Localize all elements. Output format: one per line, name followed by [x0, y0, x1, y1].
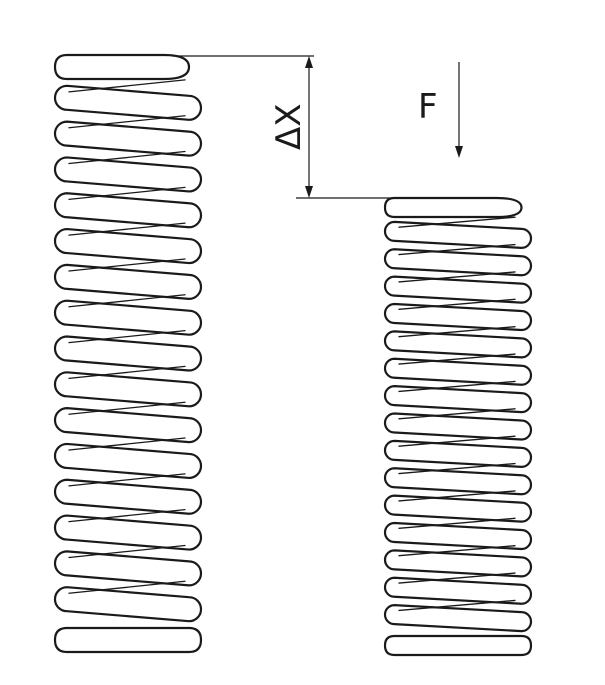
spring-coil	[53, 586, 203, 623]
spring-coil	[53, 156, 203, 193]
spring-coil-seam	[68, 365, 186, 380]
spring-coil-seam	[398, 545, 516, 557]
spring-coil-seam	[398, 572, 516, 584]
spring-end-cap-top	[53, 53, 191, 81]
spring-coil-seam	[398, 490, 516, 502]
spring-coil-seam	[68, 79, 186, 93]
displacement-label: ΔX	[269, 103, 309, 150]
spring-coil-seam	[68, 186, 186, 200]
spring-coil-seam	[68, 437, 186, 451]
spring-coil-seam	[398, 380, 516, 393]
spring-coil	[383, 467, 533, 496]
spring-coil-seam	[68, 294, 186, 308]
spring-coil-seam	[68, 258, 186, 272]
spring-coil-seam	[398, 298, 516, 310]
spring-end-cap-bottom	[53, 626, 203, 654]
spring-coil-seam	[68, 509, 186, 523]
spring-coil-seam	[398, 517, 516, 529]
spring-coil	[383, 521, 533, 551]
spring-coil	[53, 514, 203, 551]
spring-coil	[383, 248, 533, 277]
spring-coil	[53, 442, 203, 480]
spring-coil	[383, 549, 533, 578]
spring-coil	[383, 275, 533, 304]
spring-coil	[383, 330, 533, 359]
force-arrow-head	[455, 146, 463, 158]
spring-coil	[383, 385, 533, 414]
spring-coil-seam	[398, 599, 516, 612]
force-label: F	[418, 87, 438, 127]
spring-coil	[383, 439, 533, 468]
dimension-arrow-up	[305, 56, 313, 68]
spring-coil	[53, 299, 203, 336]
spring-coil-seam	[398, 326, 516, 338]
spring-coil	[383, 604, 533, 633]
spring-coil	[53, 478, 203, 515]
spring-coil-seam	[68, 580, 186, 594]
spring-coil-seam	[398, 435, 516, 447]
spring-coil	[53, 550, 203, 587]
spring-coil-seam	[68, 544, 186, 559]
spring-coil	[53, 192, 203, 229]
spring-coil-seam	[398, 243, 516, 256]
spring-end-cap-bottom	[383, 634, 533, 657]
spring-coil-seam	[68, 401, 186, 415]
spring-coil-seam	[68, 150, 186, 165]
spring-coil	[53, 120, 203, 157]
spring-coil-seam	[398, 216, 516, 228]
spring-coil	[383, 302, 533, 332]
force-arrow: F	[418, 62, 463, 158]
spring-coil-seam	[398, 271, 516, 283]
spring-coil	[53, 84, 203, 121]
spring-coil-seam	[398, 408, 516, 420]
spring-coil	[383, 412, 533, 441]
spring-coil	[53, 371, 203, 408]
spring-coil-seam	[398, 462, 516, 475]
compressed-spring	[383, 196, 533, 657]
spring-coil-seam	[68, 222, 186, 236]
spring-coil	[53, 227, 203, 265]
spring-coil-seam	[68, 115, 186, 129]
spring-coil-seam	[68, 473, 186, 487]
spring-end-cap-top	[383, 196, 523, 219]
uncompressed-spring	[53, 53, 203, 654]
spring-coil	[383, 220, 533, 249]
displacement-dimension: ΔX	[172, 55, 460, 199]
spring-coil-seam	[68, 329, 186, 344]
spring-coil	[383, 494, 533, 523]
spring-coil	[53, 335, 203, 372]
dimension-arrow-down	[305, 186, 313, 198]
spring-coil	[383, 576, 533, 605]
spring-coil	[383, 357, 533, 386]
spring-coil	[53, 407, 203, 444]
spring-coil	[53, 263, 203, 300]
spring-coil-seam	[398, 353, 516, 365]
